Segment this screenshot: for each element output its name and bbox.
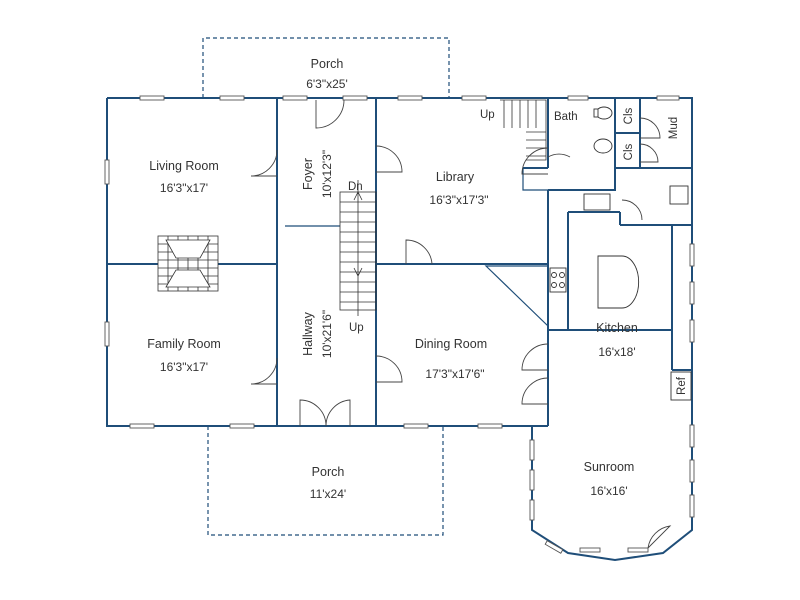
kitchen-sunroom-wall [532, 190, 549, 427]
stair-up-main-label: Up [349, 322, 364, 334]
svg-text:17'3"x17'6": 17'3"x17'6" [425, 367, 484, 381]
main-staircase [339, 180, 377, 316]
mud-label: Mud [668, 117, 680, 139]
bath-fixtures [549, 106, 692, 401]
svg-text:Sunroom: Sunroom [584, 460, 635, 474]
stair-dn-label: Dn [348, 181, 363, 193]
svg-text:Living Room: Living Room [149, 159, 218, 173]
svg-text:Foyer: Foyer [301, 158, 315, 190]
svg-text:16'x18': 16'x18' [598, 345, 635, 359]
back-staircase [500, 99, 547, 161]
svg-text:16'x16': 16'x16' [590, 484, 627, 498]
svg-text:10'x21'6": 10'x21'6" [320, 310, 334, 358]
svg-text:Porch: Porch [312, 465, 345, 479]
porch-top-outline [202, 37, 450, 98]
stair-up-top-label: Up [480, 109, 495, 121]
svg-text:Porch: Porch [311, 57, 344, 71]
windows [104, 95, 695, 554]
bath-label: Bath [554, 111, 578, 123]
svg-text:Dining Room: Dining Room [415, 337, 487, 351]
closet-label-2: Cls [623, 143, 635, 160]
svg-text:16'3"x17': 16'3"x17' [160, 181, 208, 195]
stair-landing [522, 168, 548, 191]
svg-text:Kitchen: Kitchen [596, 321, 638, 335]
porch-bottom-outline [207, 426, 444, 536]
porch-bottom-label: Porch 11'x24' [310, 465, 346, 501]
living-room-label: Living Room 16'3"x17' [149, 159, 218, 195]
hallway-label: Hallway 10'x21'6" [301, 310, 334, 358]
sunroom-label: Sunroom 16'x16' [584, 460, 635, 498]
doors [250, 99, 672, 549]
porch-top-label: Porch 6'3"x25' [306, 57, 348, 91]
svg-text:16'3"x17': 16'3"x17' [160, 360, 208, 374]
svg-text:Hallway: Hallway [301, 311, 315, 356]
exterior-wall-right [531, 225, 693, 562]
svg-text:10'x12'3": 10'x12'3" [320, 150, 334, 198]
closet-label-1: Cls [623, 107, 635, 124]
svg-text:Family Room: Family Room [147, 337, 221, 351]
ref-label: Ref [676, 376, 688, 395]
svg-text:6'3"x25': 6'3"x25' [306, 77, 348, 91]
kitchen-label: Kitchen 16'x18' [596, 321, 638, 359]
dining-room-label: Dining Room 17'3"x17'6" [415, 337, 487, 381]
fireplace [157, 235, 219, 292]
svg-text:Library: Library [436, 170, 475, 184]
svg-text:11'x24': 11'x24' [310, 487, 346, 501]
foyer-label: Foyer 10'x12'3" [301, 150, 334, 198]
dining-corner-cabinet [484, 265, 549, 328]
svg-text:16'3"x17'3": 16'3"x17'3" [429, 193, 488, 207]
library-label: Library 16'3"x17'3" [429, 170, 488, 207]
family-room-label: Family Room 16'3"x17' [147, 337, 221, 374]
